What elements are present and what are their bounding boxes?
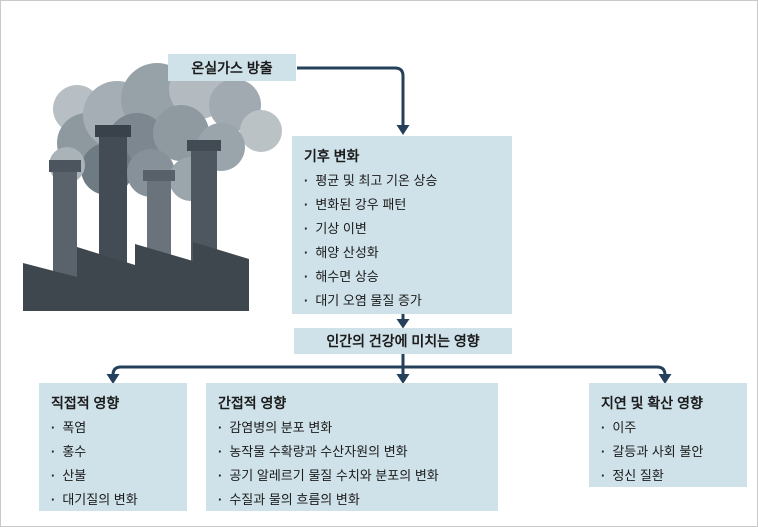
list-item: 수질과 물의 흐름의 변화 — [218, 488, 486, 512]
list-item: 기상 이변 — [304, 217, 500, 241]
greenhouse-gas-label: 온실가스 방출 — [168, 54, 296, 81]
arrow-banner-branch — [111, 354, 667, 376]
list-item: 해수면 상승 — [304, 265, 500, 289]
direct-effects-title: 직접적 영향 — [51, 395, 120, 411]
climate-box-title: 기후 변화 — [304, 148, 360, 164]
delayed-effects-box: 지연 및 확산 영향 이주갈등과 사회 불안정신 질환 — [589, 383, 747, 487]
list-item: 해양 산성화 — [304, 241, 500, 265]
list-item: 평균 및 최고 기온 상승 — [304, 169, 500, 193]
list-item: 공기 알레르기 물질 수치와 분포의 변화 — [218, 464, 486, 488]
list-item: 정신 질환 — [601, 464, 735, 488]
direct-effects-box: 직접적 영향 폭염홍수산불대기질의 변화 — [39, 383, 187, 511]
list-item: 이주 — [601, 416, 735, 440]
list-item: 대기질의 변화 — [51, 488, 175, 512]
factory-building — [23, 242, 249, 311]
factory-smoke-icon — [23, 59, 282, 311]
list-item: 감염병의 분포 변화 — [218, 416, 486, 440]
list-item: 홍수 — [51, 440, 175, 464]
list-item: 폭염 — [51, 416, 175, 440]
arrow-source-to-climate — [297, 66, 405, 126]
list-item: 변화된 강우 패턴 — [304, 193, 500, 217]
delayed-effects-items: 이주갈등과 사회 불안정신 질환 — [601, 416, 735, 488]
health-impact-banner: 인간의 건강에 미치는 영향 — [294, 328, 512, 354]
direct-effects-items: 폭염홍수산불대기질의 변화 — [51, 416, 175, 512]
list-item: 산불 — [51, 464, 175, 488]
climate-change-box: 기후 변화 평균 및 최고 기온 상승변화된 강우 패턴기상 이변해양 산성화해… — [292, 136, 512, 314]
delayed-effects-title: 지연 및 확산 영향 — [601, 395, 703, 411]
indirect-effects-box: 간접적 영향 감염병의 분포 변화농작물 수확량과 수산자원의 변화공기 알레르… — [206, 383, 498, 511]
indirect-effects-items: 감염병의 분포 변화농작물 수확량과 수산자원의 변화공기 알레르기 물질 수치… — [218, 416, 486, 512]
indirect-effects-title: 간접적 영향 — [218, 395, 287, 411]
list-item: 농작물 수확량과 수산자원의 변화 — [218, 440, 486, 464]
climate-box-items: 평균 및 최고 기온 상승변화된 강우 패턴기상 이변해양 산성화해수면 상승대… — [304, 169, 500, 313]
factory-illustration — [15, 47, 291, 319]
list-item: 갈등과 사회 불안 — [601, 440, 735, 464]
list-item: 대기 오염 물질 증가 — [304, 289, 500, 313]
